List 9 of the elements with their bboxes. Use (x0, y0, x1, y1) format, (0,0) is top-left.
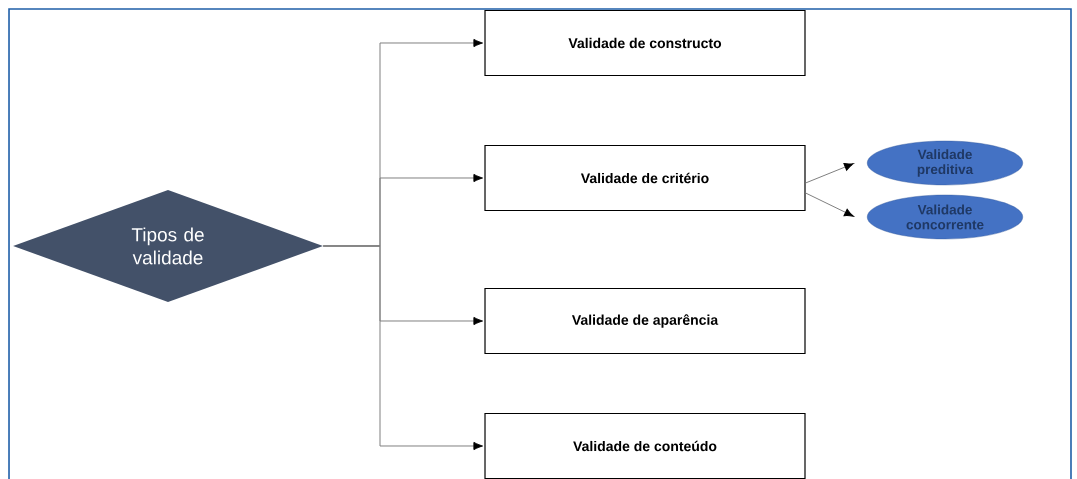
process-box: Validade de conteúdo (484, 412, 806, 479)
process-box: Validade de constructo (484, 9, 806, 77)
ellipse-node: Validade preditiva (867, 140, 1023, 186)
arrow (805, 163, 854, 184)
process-box: Validade de aparência (484, 287, 806, 355)
arrow (322, 245, 483, 451)
ellipse-node: Validade concorrente (867, 194, 1023, 240)
process-box: Validade de critério (484, 144, 806, 212)
arrow (805, 192, 854, 217)
